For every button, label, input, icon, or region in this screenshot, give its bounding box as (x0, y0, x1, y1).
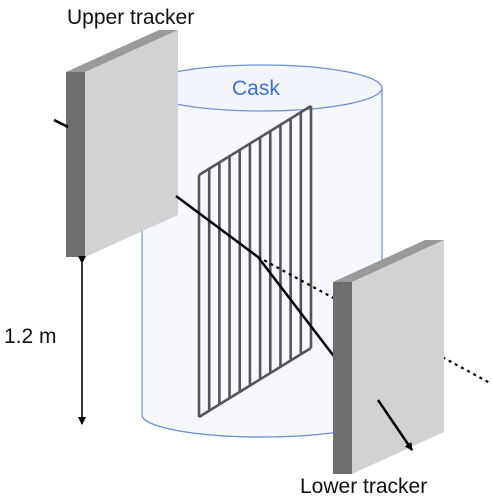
grid-top-bar (198, 104, 312, 177)
upper-tracker-side-face (66, 72, 85, 257)
outgoing-track (376, 399, 414, 451)
lower-tracker-label: Lower tracker (300, 475, 427, 498)
track-segment-through-cask (175, 194, 259, 259)
deflected-track (257, 256, 337, 360)
lower-tracker: Lower tracker (300, 240, 444, 498)
incoming-track (53, 118, 69, 129)
upper-tracker-front-face (85, 30, 178, 257)
particle-track (53, 118, 491, 384)
cask-label: Cask (232, 77, 280, 100)
lower-tracker-side-face (333, 282, 352, 474)
wire-grid (197, 104, 313, 419)
distance-label: 1.2 m (4, 325, 57, 348)
grid-bottom-bar (198, 346, 312, 419)
upper-tracker-label: Upper tracker (67, 6, 194, 29)
distance-indicator: 1.2 m (4, 256, 86, 425)
lower-tracker-front-face (352, 240, 444, 474)
upper-tracker-top-face (66, 30, 178, 72)
extrapolated-track (257, 256, 491, 384)
upper-tracker: Upper tracker (66, 6, 194, 257)
lower-tracker-top-face (333, 240, 444, 282)
